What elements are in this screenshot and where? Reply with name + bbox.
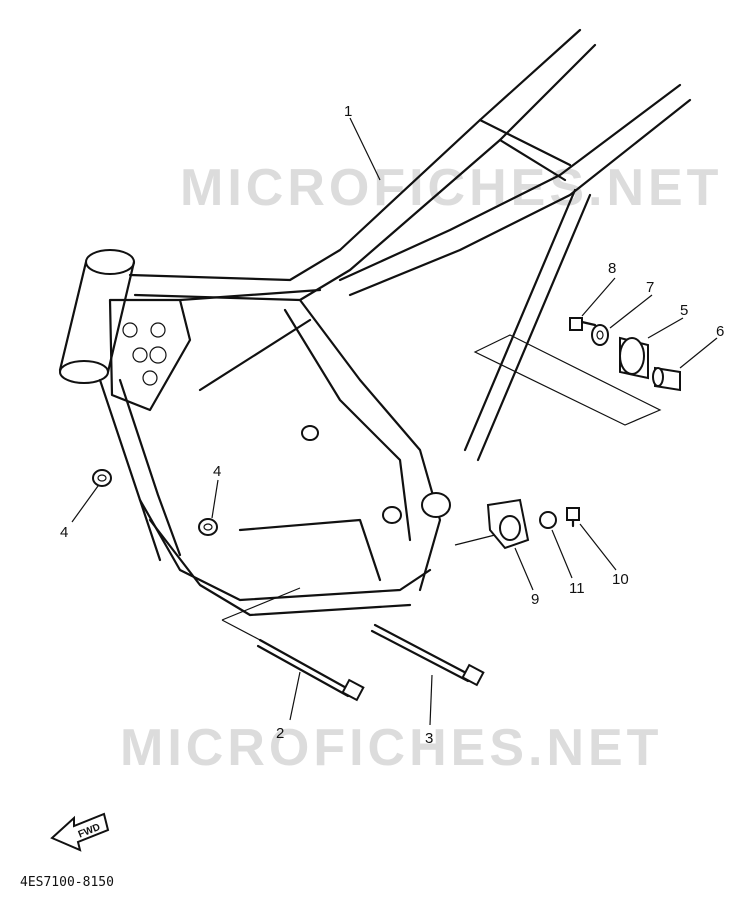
bracket-part-9[interactable] xyxy=(486,498,530,550)
leader-lines xyxy=(71,117,718,726)
callout-1: 1 xyxy=(344,103,352,120)
callout-5: 5 xyxy=(680,302,688,319)
bolt-part-2[interactable] xyxy=(256,638,365,702)
callout-8: 8 xyxy=(608,260,616,277)
callout-9: 9 xyxy=(531,591,539,608)
callout-4-center: 4 xyxy=(213,463,221,480)
callout-11: 11 xyxy=(569,580,585,597)
callout-2: 2 xyxy=(276,725,284,742)
frame-part-1[interactable] xyxy=(58,28,692,617)
callout-7: 7 xyxy=(646,279,654,296)
nut-part-4-left[interactable] xyxy=(92,469,112,487)
bolt-part-10[interactable] xyxy=(566,507,580,528)
nut-part-11[interactable] xyxy=(539,511,557,529)
watermark-top: MICROFICHES.NET xyxy=(180,159,722,217)
bolt-part-8[interactable] xyxy=(569,317,597,331)
fwd-arrow-icon: FWD xyxy=(50,812,110,852)
callout-6: 6 xyxy=(716,323,724,340)
bolt-part-3[interactable] xyxy=(370,623,485,687)
callout-10: 10 xyxy=(612,571,629,588)
nut-part-4-center[interactable] xyxy=(198,518,218,536)
watermark-bottom: MICROFICHES.NET xyxy=(120,719,662,777)
callout-3: 3 xyxy=(425,730,433,747)
collar-part-5[interactable] xyxy=(619,336,649,380)
spacer-part-6[interactable] xyxy=(652,366,681,392)
drawing-code: 4ES7100-8150 xyxy=(20,875,114,890)
washer-part-7[interactable] xyxy=(591,324,609,346)
callout-4-left: 4 xyxy=(60,524,68,541)
